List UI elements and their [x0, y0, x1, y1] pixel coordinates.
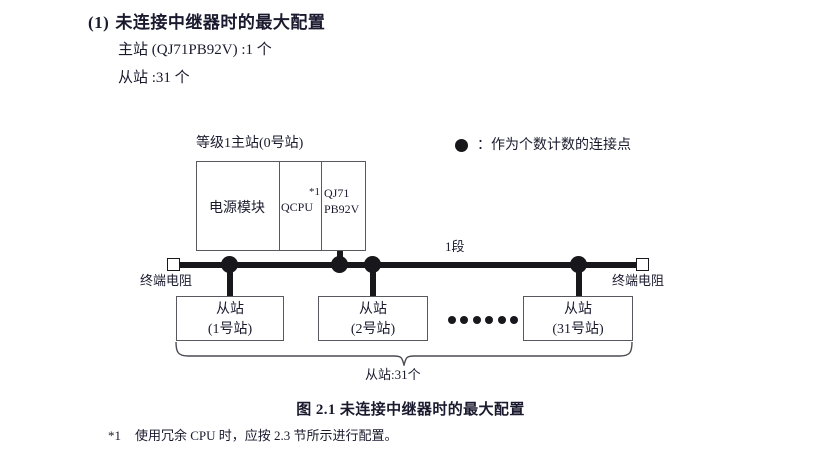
section-title-text: 未连接中继器时的最大配置 [115, 13, 326, 32]
segment-label: 1段 [445, 239, 465, 254]
connection-node-icon [331, 256, 348, 273]
terminator-resistor-left-icon [167, 258, 180, 271]
power-module-label: 电源模块 [209, 201, 265, 216]
slave-title: 从站 [564, 302, 592, 317]
qcpu-module-label: QCPU [281, 200, 314, 214]
figure-caption: 图 2.1 未连接中继器时的最大配置 [296, 402, 525, 418]
slave-station-number: (1号站) [207, 322, 253, 338]
qcpu-footnote-mark: *1 [309, 186, 320, 198]
footnote: *1 使用冗余 CPU 时，应按 2.3 节所示进行配置。 [108, 425, 398, 444]
section-heading: (1) 未连接中继器时的最大配置 [88, 8, 325, 33]
slave-title: 从站 [359, 302, 387, 317]
filled-circle-icon [455, 139, 468, 152]
qj71pb92v-module-label: QJ71 PB92V [324, 185, 359, 217]
master-module-assembly [196, 161, 366, 251]
slave-drop-line [227, 264, 233, 299]
slave-station-box: 从站 (2号站) [318, 296, 428, 341]
ellipsis-dots-icon [448, 315, 518, 324]
legend-label: ：作为个数计数的连接点 [477, 138, 631, 154]
slave-drop-line [370, 264, 376, 299]
slave-station-number: (31号站) [552, 322, 604, 338]
qj71-line1: QJ71 [324, 186, 350, 200]
section-line-slave: 从站 :31 个 [118, 70, 190, 86]
brace-label: 从站:31个 [365, 367, 421, 382]
module-divider [279, 162, 280, 250]
terminator-resistor-right-icon [636, 258, 649, 271]
footnote-text: 使用冗余 CPU 时，应按 2.3 节所示进行配置。 [135, 428, 398, 443]
slave-range-brace [175, 342, 633, 366]
master-station-caption: 等级1主站(0号站) [196, 136, 304, 151]
footnote-mark: *1 [108, 428, 121, 443]
slave-title: 从站 [216, 302, 244, 317]
qj71-line2: PB92V [324, 202, 360, 217]
legend-separator: ： [477, 138, 491, 153]
legend-text: 作为个数计数的连接点 [491, 138, 631, 153]
slave-station-number: (2号站) [350, 322, 396, 338]
section-number: (1) [88, 13, 110, 32]
section-line-master: 主站 (QJ71PB92V) :1 个 [118, 42, 272, 58]
terminator-label-left: 终端电阻 [140, 273, 193, 288]
slave-station-box: 从站 (1号站) [176, 296, 284, 341]
terminator-label-right: 终端电阻 [612, 273, 665, 288]
module-divider [321, 162, 322, 250]
network-bus-line [176, 262, 643, 268]
slave-station-box: 从站 (31号站) [523, 296, 633, 341]
slave-drop-line [576, 264, 582, 299]
